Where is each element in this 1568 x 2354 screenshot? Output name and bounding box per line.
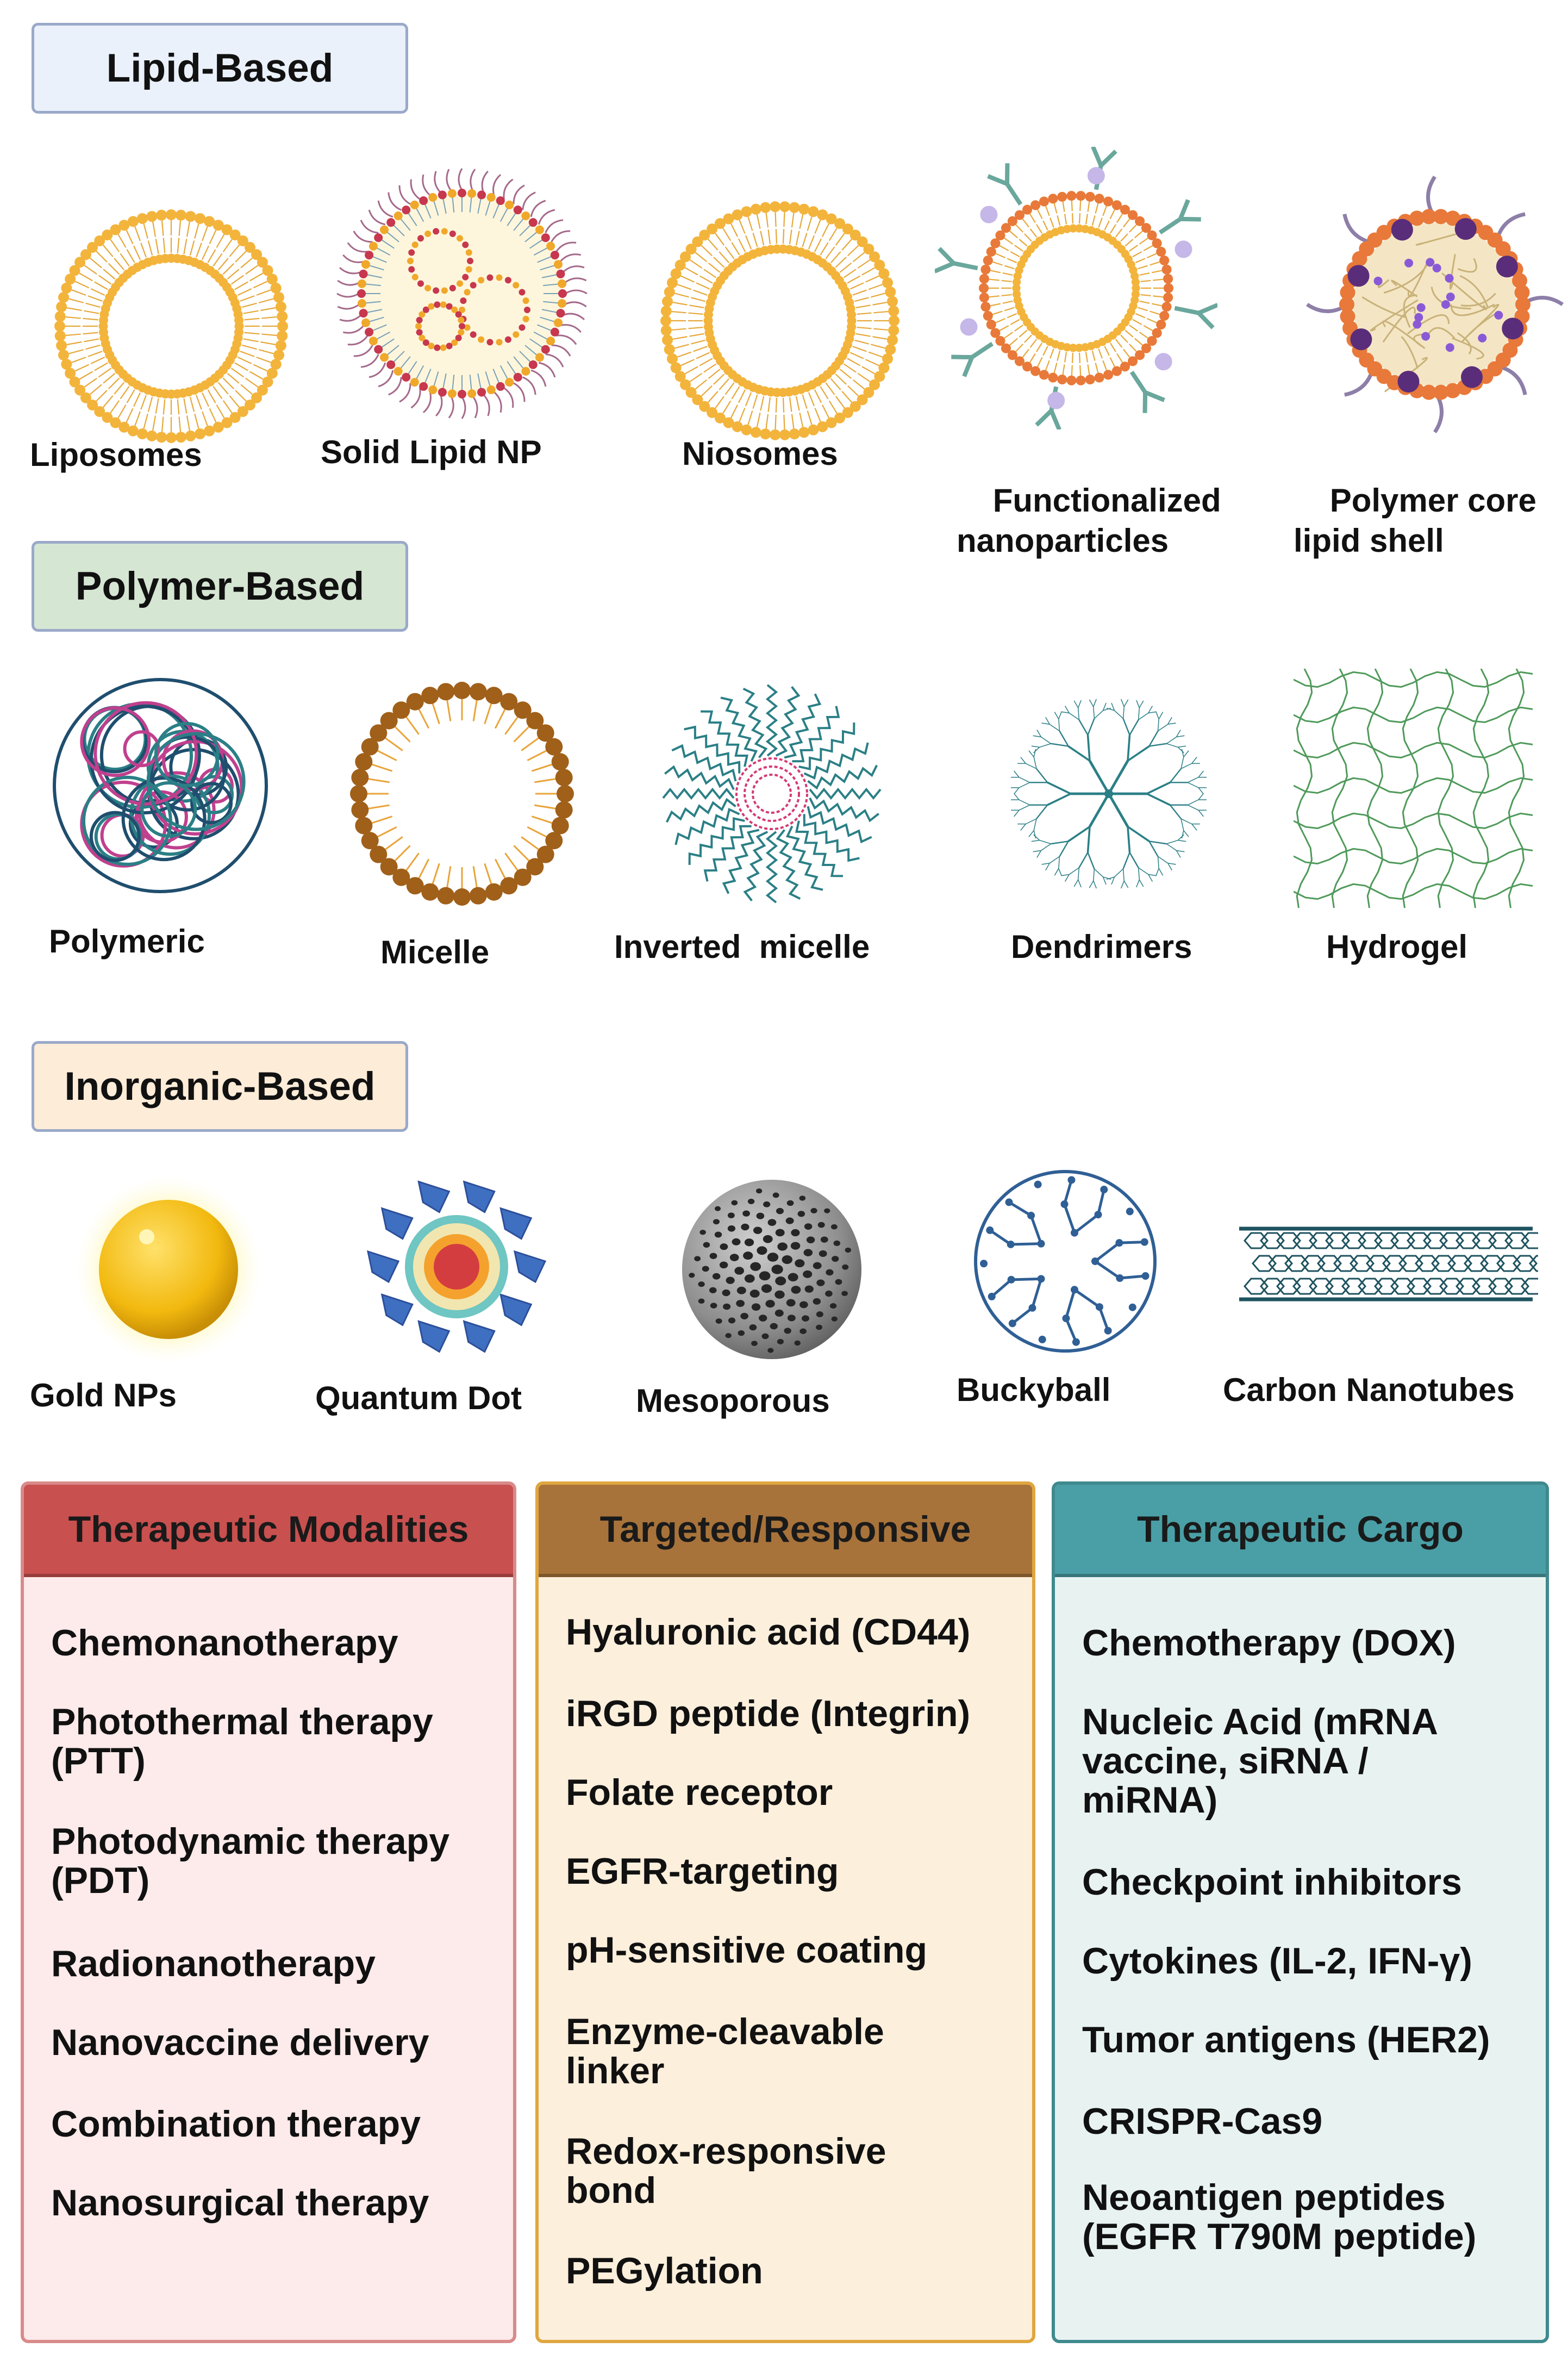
panel-item: Chemotherapy (DOX) (1082, 1622, 1456, 1664)
panel-item: Nanosurgical therapy (51, 2182, 429, 2224)
panel-item: Radionanotherapy (51, 1943, 376, 1984)
panel-item: iRGD peptide (Integrin) (566, 1693, 971, 1734)
panel-item: Redox-responsive bond (566, 2131, 886, 2211)
panel-item: PEGylation (566, 2250, 763, 2291)
panel-item: Nanovaccine delivery (51, 2022, 429, 2063)
label-functionalized-text: Functionalized nanoparticles (957, 482, 1221, 559)
polymer-core-lipid-shell-icon (1306, 176, 1564, 433)
dendrimer-icon (1010, 699, 1207, 889)
panel-item: Nucleic Acid (mRNA vaccine, siRNA / miRN… (1082, 1701, 1438, 1821)
panel-item: CRISPR-Cas9 (1082, 2101, 1323, 2142)
panel-item: Neoantigen peptides (EGFR T790M peptide) (1082, 2177, 1477, 2257)
niosome-icon (660, 201, 899, 440)
hydrogel-icon (1294, 669, 1533, 908)
section-header-polymer: Polymer-Based (32, 541, 408, 632)
carbon-nanotube-icon (1239, 1226, 1538, 1301)
buckyball-icon (974, 1170, 1157, 1353)
panel-item: Checkpoint inhibitors (1082, 1861, 1462, 1903)
panel-item: Photodynamic therapy (PDT) (51, 1821, 450, 1901)
np-solid-lipid: Solid Lipid NP (321, 163, 603, 470)
label-solid-lipid-np: Solid Lipid NP (321, 434, 542, 470)
np-gold: Gold NPs (30, 1174, 313, 1413)
micelle-icon (350, 682, 574, 906)
label-mesoporous: Mesoporous (636, 1382, 830, 1419)
np-polymer-core-lipid-shell: Polymer core lipid shell (1294, 174, 1568, 559)
np-liposomes: Liposomes (30, 207, 313, 473)
np-dendrimers: Dendrimers (967, 680, 1250, 965)
panel-item: Enzyme-cleavable linker (566, 2011, 884, 2091)
panel-targeted-responsive: Targeted/Responsive Hyaluronic acid (CD4… (535, 1481, 1035, 2343)
inverted-micelle-icon (662, 684, 882, 904)
np-niosomes: Niosomes (639, 196, 921, 472)
label-polymeric: Polymeric (49, 923, 205, 960)
solid-lipid-np-icon (336, 168, 588, 419)
label-micelle: Micelle (380, 934, 490, 970)
label-quantum-dot: Quantum Dot (315, 1380, 522, 1416)
polymeric-np-icon (53, 678, 268, 893)
np-quantum-dot: Quantum Dot (315, 1169, 598, 1416)
panel-header-targeted: Targeted/Responsive (539, 1485, 1032, 1577)
panel-item: Folate receptor (566, 1772, 833, 1813)
panel-header-modalities: Therapeutic Modalities (24, 1485, 513, 1577)
panel-item: Combination therapy (51, 2103, 421, 2145)
panel-item: Tumor antigens (HER2) (1082, 2019, 1490, 2060)
panel-item: Hyaluronic acid (CD44) (566, 1611, 971, 1653)
np-buckyball: Buckyball (924, 1163, 1207, 1408)
panel-item: Cytokines (IL-2, IFN-γ) (1082, 1940, 1472, 1982)
label-dendrimers: Dendrimers (1011, 929, 1192, 965)
label-gold-nps: Gold NPs (30, 1377, 177, 1413)
np-micelle: Micelle (321, 680, 603, 970)
panel-item: Chemonanotherapy (51, 1622, 398, 1664)
label-hydrogel: Hydrogel (1326, 929, 1468, 965)
gold-np-icon (75, 1176, 262, 1363)
panel-item: pH-sensitive coating (566, 1929, 928, 1971)
panel-therapeutic-cargo: Therapeutic Cargo Chemotherapy (DOX) Nucl… (1052, 1481, 1549, 2343)
label-functionalized: Functionalized nanoparticles (957, 440, 1221, 601)
section-header-lipid: Lipid-Based (32, 23, 408, 114)
label-liposomes: Liposomes (30, 437, 202, 473)
panel-item: Photothermal therapy (PTT) (51, 1701, 433, 1782)
panel-item: EGFR-targeting (566, 1851, 839, 1892)
np-mesoporous: Mesoporous (630, 1172, 913, 1419)
label-carbon-nanotubes: Carbon Nanotubes (1223, 1372, 1515, 1408)
panel-header-cargo: Therapeutic Cargo (1055, 1485, 1546, 1577)
np-carbon-nanotubes: Carbon Nanotubes (1223, 1207, 1549, 1408)
liposome-icon (54, 209, 288, 443)
label-niosomes: Niosomes (682, 435, 838, 472)
label-buckyball: Buckyball (957, 1372, 1111, 1408)
functionalized-np-icon (935, 147, 1217, 429)
label-inverted-micelle: Inverted micelle (614, 929, 870, 965)
section-header-inorganic: Inorganic-Based (32, 1041, 408, 1132)
np-polymeric: Polymeric (22, 674, 304, 960)
mesoporous-np-icon (682, 1180, 861, 1359)
label-polymer-core-text: Polymer core lipid shell (1294, 482, 1536, 559)
label-polymer-core: Polymer core lipid shell (1294, 440, 1536, 601)
quantum-dot-icon (367, 1180, 547, 1353)
np-inverted-micelle: Inverted micelle (614, 680, 913, 965)
np-functionalized: Functionalized nanoparticles (935, 147, 1221, 559)
np-hydrogel: Hydrogel (1275, 669, 1557, 965)
